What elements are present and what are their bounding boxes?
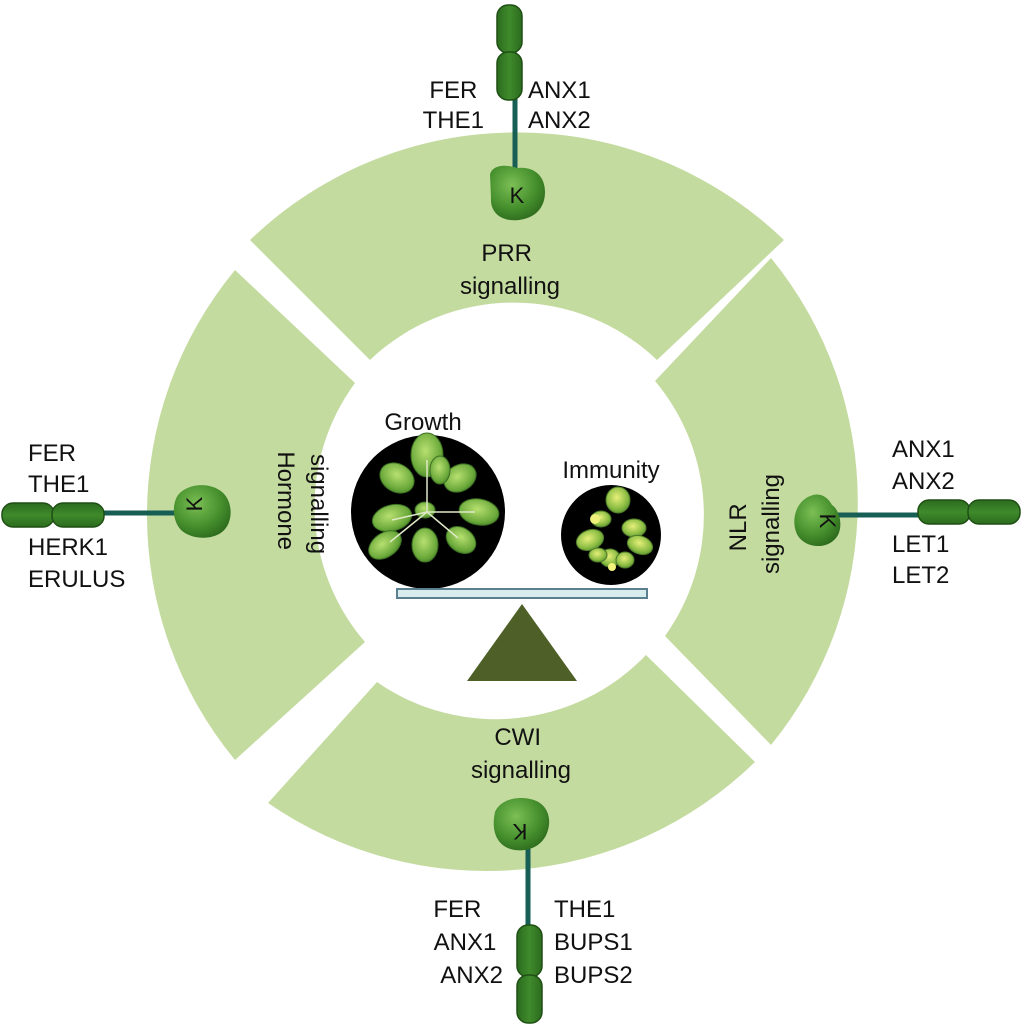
segment-label-prr: PRR signalling bbox=[460, 240, 560, 300]
receptor-bottom-right-names: THE1 BUPS1 BUPS2 bbox=[554, 896, 639, 989]
receptor-kinase-icon bbox=[490, 165, 545, 221]
receptor-domain-icon bbox=[1, 502, 55, 528]
segment-label-cwi: CWI signalling bbox=[471, 724, 571, 784]
immunity-label: Immunity bbox=[562, 457, 659, 484]
receptor-top-left-names: FER THE1 bbox=[423, 77, 484, 134]
growth-label: Growth bbox=[384, 409, 461, 436]
receptor-top-right-names: ANX1 ANX2 bbox=[528, 77, 597, 134]
receptor-kinase-icon bbox=[493, 798, 550, 851]
receptor-top: K FER THE1 ANX1 ANX2 bbox=[423, 4, 597, 221]
kinase-label: K bbox=[815, 514, 840, 529]
segment-label-hormone: Hormone signalling bbox=[272, 451, 332, 556]
receptor-left-above-names: FER THE1 bbox=[28, 440, 89, 498]
receptor-domain-icon bbox=[496, 4, 523, 54]
receptor-domain-icon bbox=[967, 499, 1021, 525]
balance-beam bbox=[396, 588, 648, 599]
segment-cwi bbox=[268, 655, 755, 872]
receptor-left-below-names: HERK1 ERULUS bbox=[28, 534, 125, 593]
segment-label-nlr: NLR signalling bbox=[725, 474, 785, 574]
balance-scale: Growth Immunity bbox=[351, 409, 661, 681]
receptor-right: K ANX1 ANX2 LET1 LET2 bbox=[794, 436, 1021, 589]
receptor-bottom: K FER ANX1 ANX2 THE1 BUPS1 BUPS2 bbox=[433, 798, 639, 1024]
receptor-domain-icon bbox=[51, 502, 105, 528]
receptor-domain-icon bbox=[917, 499, 971, 525]
receptor-bottom-left-names: FER ANX1 ANX2 bbox=[433, 896, 503, 989]
kinase-label: K bbox=[182, 496, 207, 511]
receptor-domain-icon bbox=[516, 974, 543, 1024]
balance-fulcrum bbox=[467, 604, 577, 681]
segment-prr bbox=[250, 132, 784, 360]
receptor-domain-icon bbox=[496, 51, 523, 101]
receptor-right-above-names: ANX1 ANX2 bbox=[892, 436, 961, 495]
signalling-ring bbox=[146, 132, 858, 872]
receptor-domain-icon bbox=[516, 924, 543, 978]
rosette-plant-icon bbox=[351, 432, 505, 589]
receptor-kinase-icon bbox=[173, 485, 231, 538]
receptor-kinase-icon bbox=[794, 494, 841, 547]
segment-hormone bbox=[146, 270, 365, 760]
kinase-label: K bbox=[510, 183, 525, 208]
stressed-rosette-plant-icon bbox=[561, 485, 661, 585]
receptor-left: K FER THE1 HERK1 ERULUS bbox=[1, 440, 231, 593]
segment-nlr bbox=[655, 258, 858, 745]
kinase-label: K bbox=[512, 819, 527, 844]
receptor-right-below-names: LET1 LET2 bbox=[892, 531, 956, 589]
